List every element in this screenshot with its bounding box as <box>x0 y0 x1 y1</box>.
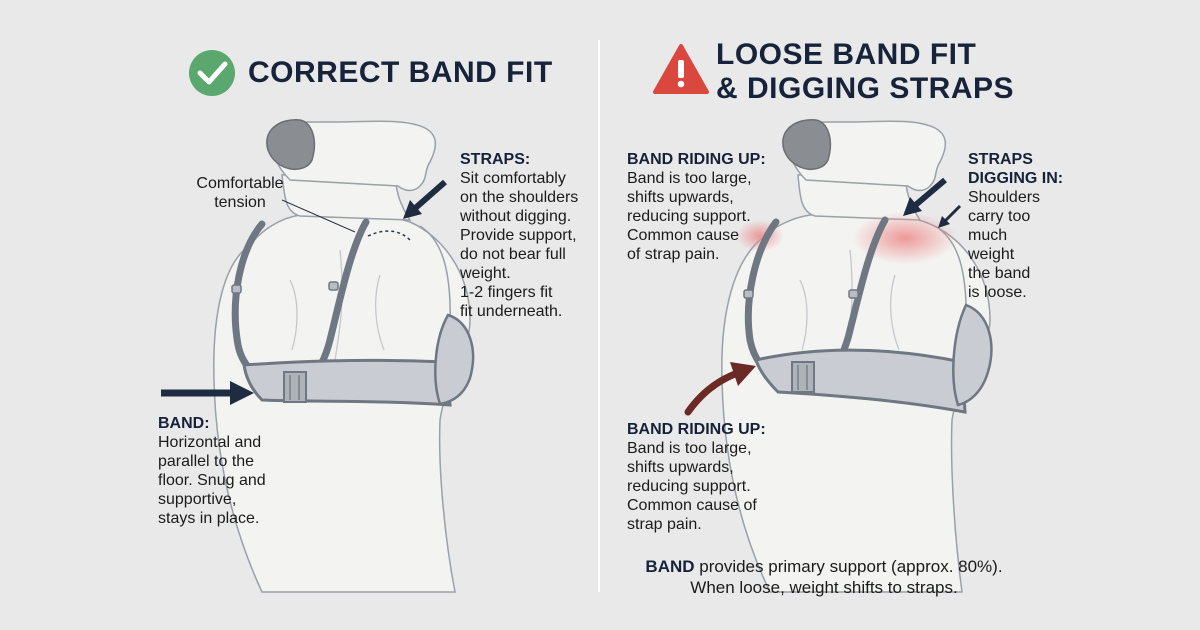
check-circle-icon <box>189 50 235 96</box>
band-riding-up-top-body: Band is too large, shifts upwards, reduc… <box>627 170 752 263</box>
band-riding-up-bottom-heading: BAND RIDING UP: <box>627 421 766 438</box>
right-title-line2: & DIGGING STRAPS <box>716 72 1015 105</box>
footnote-line2: When loose, weight shifts to straps. <box>690 578 958 597</box>
warning-triangle-icon <box>653 44 709 94</box>
left-title: CORRECT BAND FIT <box>248 56 553 89</box>
right-title-line1: LOOSE BAND FIT <box>716 38 977 71</box>
left-band <box>242 358 452 407</box>
straps-digging-callout: STRAPS DIGGING IN: Shoulders carry too m… <box>968 150 1078 302</box>
left-hair-bun <box>266 119 316 170</box>
footnote-rest: provides primary support (approx. 80%). <box>694 557 1003 576</box>
right-figure <box>684 119 993 593</box>
left-figure <box>161 119 475 593</box>
straps-callout: STRAPS: Sit comfortably on the shoulders… <box>460 150 600 321</box>
band-heading: BAND: <box>158 415 210 432</box>
right-hair-bun <box>782 119 832 170</box>
support-footnote: BAND provides primary support (approx. 8… <box>604 556 1044 598</box>
right-cup <box>952 303 993 407</box>
straps-body: Sit comfortably on the shoulders without… <box>460 170 579 320</box>
band-riding-up-bottom-body: Band is too large, shifts upwards, reduc… <box>627 440 757 533</box>
straps-digging-heading: STRAPS DIGGING IN: <box>968 151 1064 187</box>
right-title: LOOSE BAND FIT & DIGGING STRAPS <box>716 38 1014 106</box>
left-cup <box>434 313 475 406</box>
riding-up-arrow <box>684 370 739 416</box>
straps-heading: STRAPS: <box>460 151 531 168</box>
band-riding-up-bottom-callout: BAND RIDING UP: Band is too large, shift… <box>627 420 777 534</box>
band-callout: BAND: Horizontal and parallel to the flo… <box>158 414 288 528</box>
band-riding-up-top-heading: BAND RIDING UP: <box>627 151 766 168</box>
footnote-bold: BAND <box>645 557 695 576</box>
panel-divider <box>598 40 600 592</box>
straps-digging-body: Shoulders carry too much weight the band… <box>968 189 1041 301</box>
band-riding-up-top-callout: BAND RIDING UP: Band is too large, shift… <box>627 150 777 264</box>
band-body: Horizontal and parallel to the floor. Sn… <box>158 434 266 527</box>
tension-label: Comfortable tension <box>196 175 284 211</box>
footnote-line1: BAND provides primary support (approx. 8… <box>604 556 1044 577</box>
